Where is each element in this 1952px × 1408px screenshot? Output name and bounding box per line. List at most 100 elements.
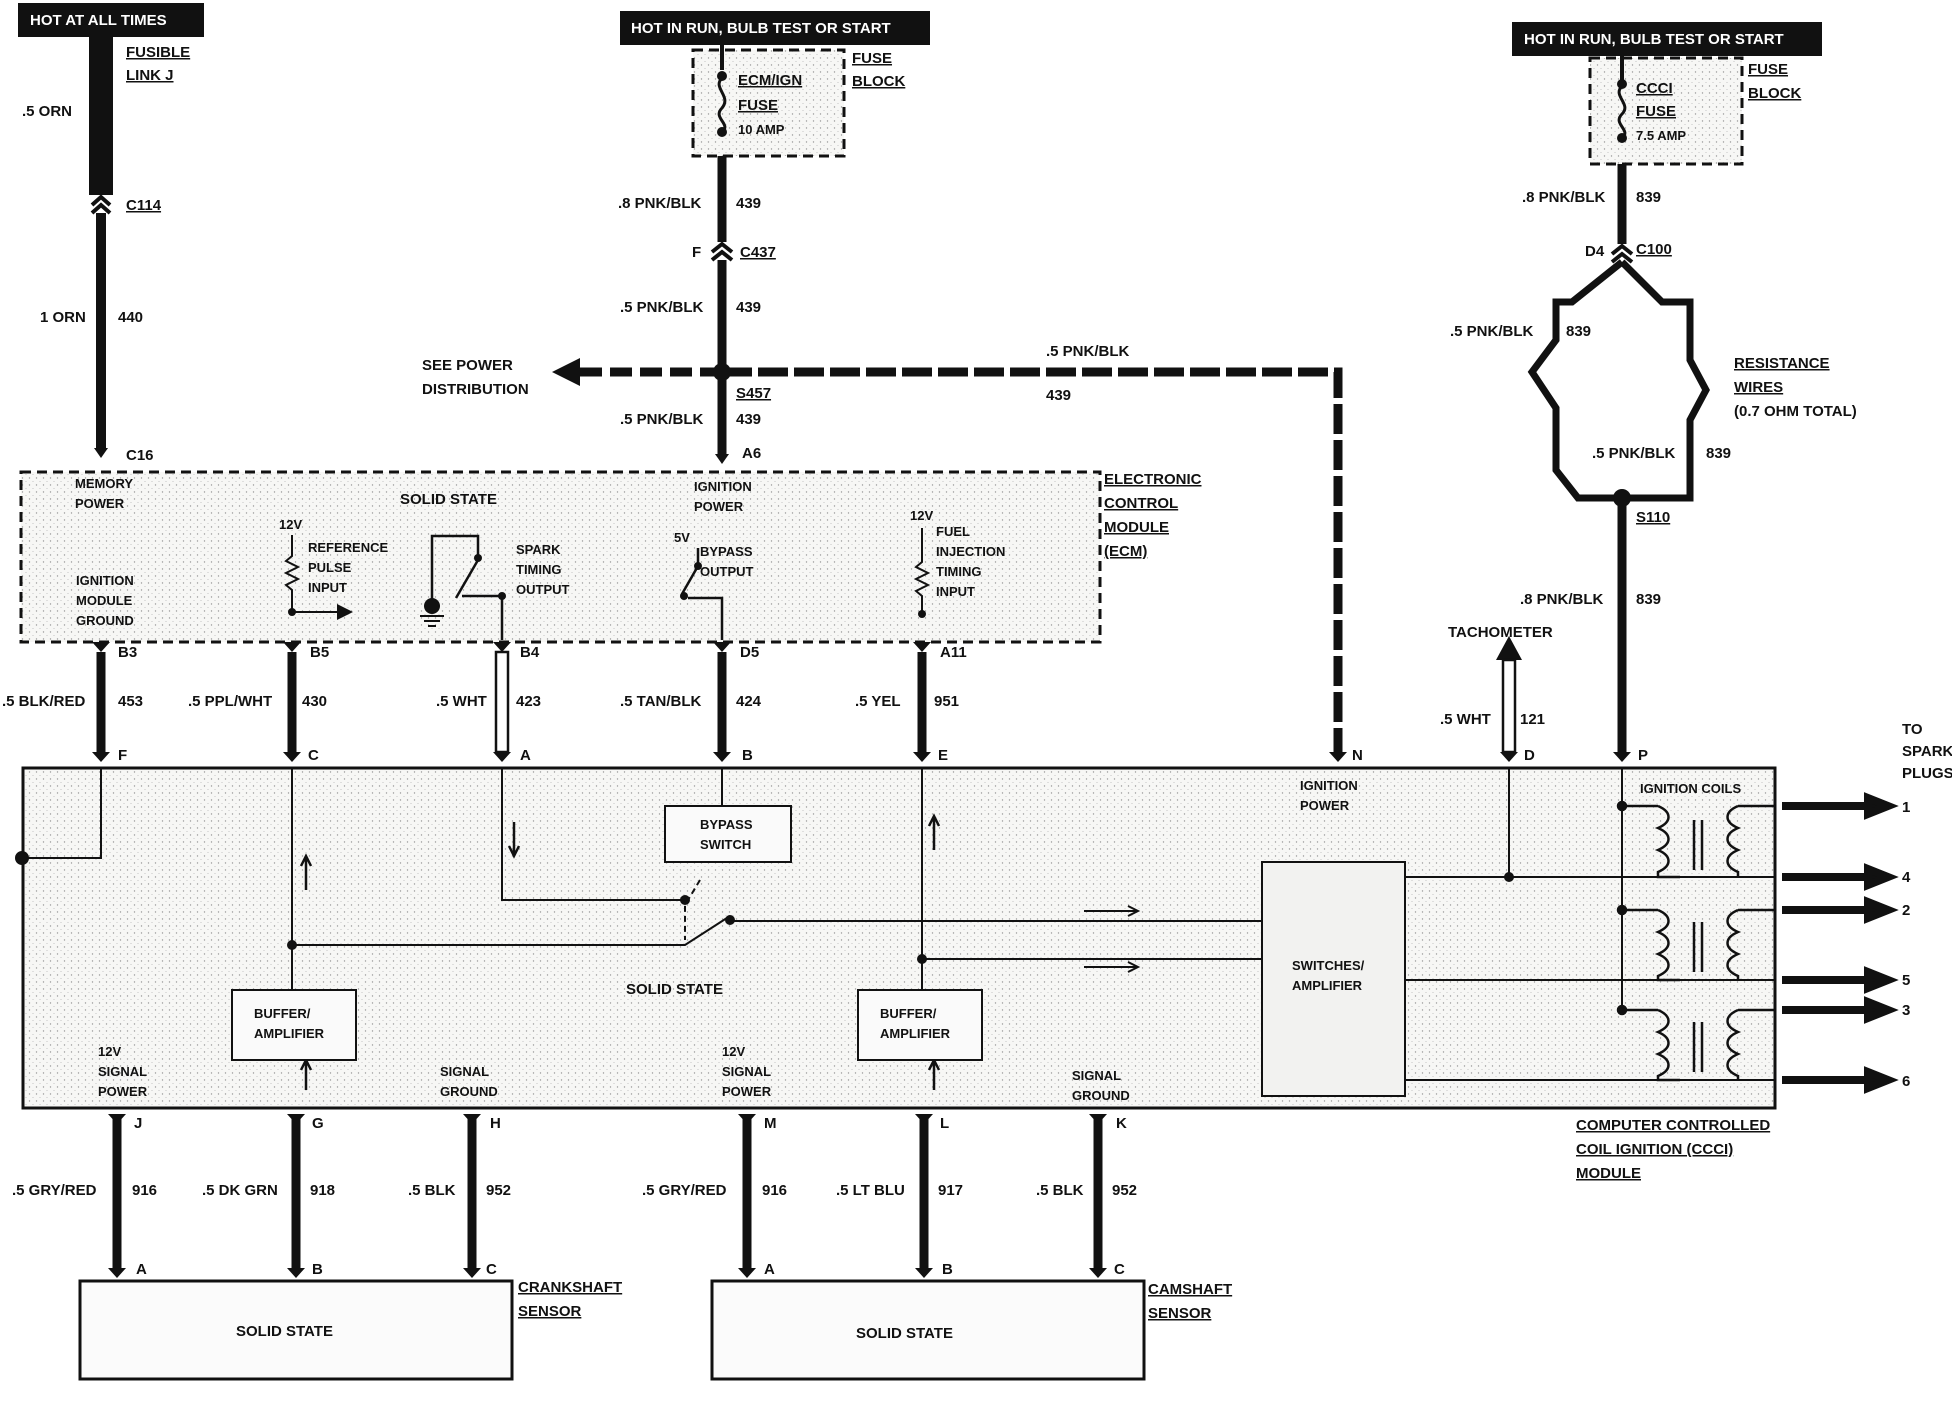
wire-453-color: .5 BLK/RED — [2, 693, 86, 710]
ecm-12v-b: 12V — [910, 508, 933, 523]
left-source-banner: HOT AT ALL TIMES — [18, 3, 204, 37]
svg-text:HOT IN RUN, BULB TEST OR START: HOT IN RUN, BULB TEST OR START — [1524, 31, 1784, 48]
connector-c437-label: C437 — [740, 244, 776, 261]
wire-917-color: .5 LT BLU — [836, 1182, 905, 1199]
mid-fuse-block-label-2: BLOCK — [852, 73, 905, 90]
crank-pin-b-label: B — [312, 1261, 323, 1278]
signal-arrow-right-1-icon — [1084, 905, 1141, 917]
crank-signal-power-3: POWER — [98, 1084, 148, 1099]
pin-f-label: F — [118, 747, 127, 764]
crank-signal-ground-1: SIGNAL — [440, 1064, 489, 1079]
crank-signal-ground-2: GROUND — [440, 1084, 498, 1099]
pin-b4-label: B4 — [520, 644, 540, 661]
buffer-amplifier-crank-label-2: AMPLIFIER — [254, 1026, 325, 1041]
wire-430-color: .5 PPL/WHT — [188, 693, 272, 710]
wire-424-color: .5 TAN/BLK — [620, 693, 702, 710]
bypass-output-node-1 — [694, 562, 702, 570]
cam-signal-power-2: SIGNAL — [722, 1064, 771, 1079]
wire-917-circuit: 917 — [938, 1182, 963, 1199]
signal-arrow-up-c-icon — [299, 853, 313, 890]
wire-453-circuit: 453 — [118, 693, 143, 710]
right-fuse-icon — [1617, 84, 1627, 140]
ecm-ignition-power-2: POWER — [694, 499, 744, 514]
wire-839-upper-color: .8 PNK/BLK — [1522, 189, 1606, 206]
cam-signal-ground-1: SIGNAL — [1072, 1068, 1121, 1083]
buffer-amplifier-crank — [231, 989, 357, 1061]
spark-output-6-arrow-icon — [1782, 1066, 1899, 1094]
wire-121 — [1501, 658, 1517, 754]
pin-m-label: M — [764, 1115, 777, 1132]
switches-amplifier-label-1: SWITCHES/ — [1292, 958, 1365, 973]
mid-fuse-block — [691, 48, 846, 158]
connector-c114-label: C114 — [126, 197, 162, 214]
pin-b3-label: B3 — [118, 644, 137, 661]
fusible-link-label-2: LINK J — [126, 67, 174, 84]
bypass-switch-label-1: BYPASS — [700, 817, 753, 832]
spark-timing-label-3: OUTPUT — [516, 582, 570, 597]
wire-440-color: 1 ORN — [40, 309, 86, 326]
resistance-wire-right — [1619, 259, 1710, 502]
ccci-title-2: COIL IGNITION (CCCI) — [1576, 1141, 1733, 1158]
ccci-title-1: COMPUTER CONTROLLED — [1576, 1117, 1770, 1134]
camshaft-sensor-name-2: SENSOR — [1148, 1305, 1212, 1322]
resistance-wire-color-bottom: .5 PNK/BLK — [1592, 445, 1676, 462]
ref-pulse-resistor-icon — [283, 535, 301, 612]
right-fuse-block — [1588, 56, 1744, 166]
cam-signal-power-1: 12V — [722, 1044, 745, 1059]
pin-g-label: G — [312, 1115, 324, 1132]
wire-439-middle-circuit: 439 — [736, 299, 761, 316]
to-spark-plugs-label-3: PLUGS — [1902, 765, 1952, 782]
ignition-coils — [1616, 800, 1775, 1082]
wire-916-cam-circuit: 916 — [762, 1182, 787, 1199]
fusible-link — [89, 37, 113, 195]
wire-439-branch — [722, 367, 1343, 752]
wire-951-color: .5 YEL — [855, 693, 901, 710]
wire-952-cam-color: .5 BLK — [1036, 1182, 1084, 1199]
to-spark-plugs-label-1: TO — [1902, 721, 1923, 738]
wire-439-middle-color: .5 PNK/BLK — [620, 299, 704, 316]
ccci-node-bypass — [680, 895, 690, 905]
fuel-injection-label-3: TIMING — [936, 564, 982, 579]
ccci-title-3: MODULE — [1576, 1165, 1641, 1182]
buffer-amplifier-cam-label-2: AMPLIFIER — [880, 1026, 951, 1041]
cam-pin-a-label: A — [764, 1261, 775, 1278]
power-distribution-arrow — [552, 358, 580, 386]
fuel-injection-label-2: INJECTION — [936, 544, 1005, 559]
connector-c437 — [710, 241, 734, 262]
wire-951-circuit: 951 — [934, 693, 959, 710]
ecm-title-1: ELECTRONIC — [1104, 471, 1202, 488]
crankshaft-sensor-body: SOLID STATE — [236, 1323, 333, 1340]
ecm-12v-a: 12V — [279, 517, 302, 532]
right-fuse-terminal-bottom — [1617, 133, 1627, 143]
buffer-amplifier-cam — [857, 989, 983, 1061]
crank-pin-a-label: A — [136, 1261, 147, 1278]
wire-916-crank-color: .5 GRY/RED — [12, 1182, 97, 1199]
crank-signal-power-2: SIGNAL — [98, 1064, 147, 1079]
pin-e-label: E — [938, 747, 948, 764]
crank-signal-power-1: 12V — [98, 1044, 121, 1059]
wire-423-color: .5 WHT — [436, 693, 487, 710]
camshaft-sensor — [710, 1279, 1146, 1381]
ref-pulse-label-1: REFERENCE — [308, 540, 389, 555]
see-power-label-2: DISTRIBUTION — [422, 381, 529, 398]
pin-b4-connector — [493, 642, 511, 652]
pin-b-connector — [713, 752, 731, 762]
ecm-ign-module-ground-3: GROUND — [76, 613, 134, 628]
wire-839-lower-color: .8 PNK/BLK — [1520, 591, 1604, 608]
spark-plug-outputs — [1782, 792, 1899, 1094]
spark-output-5-label: 5 — [1902, 972, 1910, 989]
ccci-solid-state: SOLID STATE — [626, 981, 723, 998]
svg-text:HOT IN RUN, BULB TEST OR START: HOT IN RUN, BULB TEST OR START — [631, 20, 891, 37]
sensor-wire-l-b — [915, 1114, 933, 1278]
wire-839-upper-circuit: 839 — [1636, 189, 1661, 206]
pin-a6-label: A6 — [742, 445, 761, 462]
sensor-wire-h-c — [463, 1114, 481, 1278]
right-source-banner: HOT IN RUN, BULB TEST OR START — [1512, 22, 1822, 56]
ignition-coils-label: IGNITION COILS — [1640, 781, 1741, 796]
mid-source-banner: HOT IN RUN, BULB TEST OR START — [620, 11, 930, 45]
wire-916-crank-circuit: 916 — [132, 1182, 157, 1199]
ecm-5v: 5V — [674, 530, 690, 545]
mid-fuse-icon — [717, 76, 727, 134]
spark-timing-node-2 — [498, 592, 506, 600]
